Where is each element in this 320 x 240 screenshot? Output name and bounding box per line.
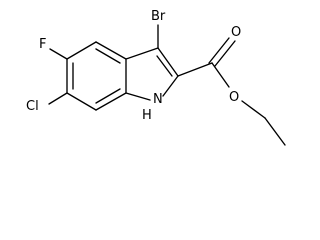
ester-oxygen-label: O <box>229 90 239 105</box>
bond-c6-c7 <box>66 92 97 111</box>
bond-c3-c2-inner <box>156 55 173 77</box>
bond-c3a-c4-inner <box>95 48 121 64</box>
bond-c2-carbonyl <box>177 62 213 77</box>
bond-ch2-ch3 <box>264 117 286 146</box>
bond-carbonyl-ester-o <box>211 62 230 88</box>
bond-c5-f <box>49 48 68 60</box>
bromine-label: Br <box>151 9 166 24</box>
bond-c3-c2 <box>157 47 179 77</box>
bond-carbonyl-o-double-a <box>208 37 230 64</box>
carbonyl-oxygen-label: O <box>231 25 241 40</box>
hydrogen-label: H <box>142 108 152 123</box>
bond-c3a-c3 <box>125 47 159 60</box>
fluorine-label: F <box>39 37 46 52</box>
bond-carbonyl-o-double-b <box>214 40 236 67</box>
bond-n1-c7a <box>125 92 151 101</box>
molecule-diagram: Br F Cl N H O O <box>26 9 286 146</box>
bond-ester-o-ch2 <box>241 100 266 119</box>
bond-c3a-c4 <box>95 41 127 60</box>
chlorine-label: Cl <box>26 99 39 114</box>
bond-c2-n1 <box>162 75 179 97</box>
bond-c6-cl <box>48 92 68 105</box>
nitrogen-label: N <box>153 92 163 107</box>
structure-svg: Br F Cl N H O O <box>26 9 286 146</box>
bond-c4-c5 <box>66 41 97 60</box>
bond-c7-c7a-inner <box>95 88 121 104</box>
bond-c7-c7a <box>95 92 127 111</box>
